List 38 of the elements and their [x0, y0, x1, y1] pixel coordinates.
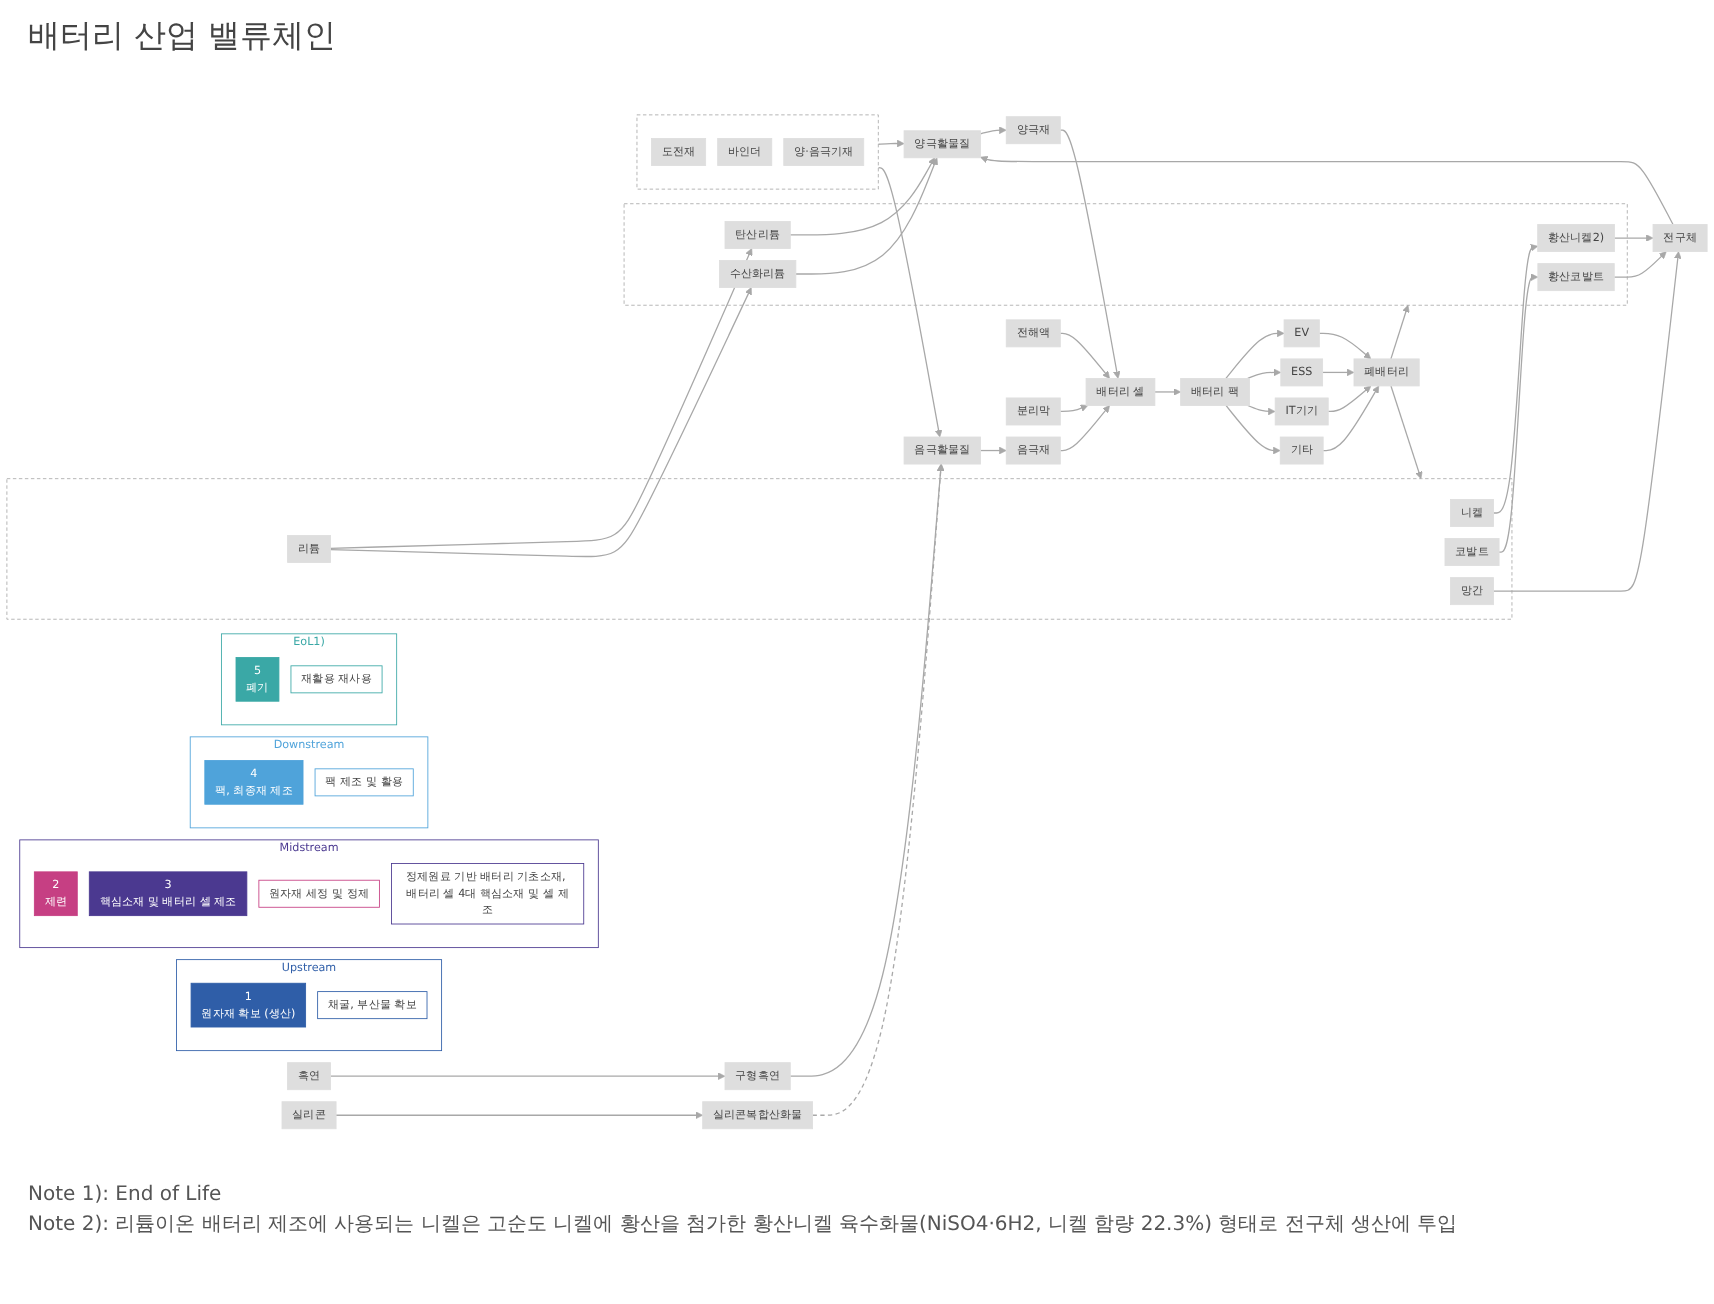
cluster: [6, 478, 1513, 620]
arrow: [1498, 273, 1539, 553]
arrow: [789, 157, 935, 236]
arrow: [877, 139, 905, 148]
arrow: [1321, 368, 1355, 377]
arrow: [1059, 405, 1110, 452]
arrow: [329, 248, 753, 550]
arrow: [1154, 388, 1181, 396]
arrow: [335, 1111, 704, 1120]
footnote: Note 2): 리튬이온 배터리 제조에 사용되는 니켈은 고순도 니켈에 황산을 첨가한 황산니켈 육수화물(NiSO4·6H2, 니켈 함량 22.3%) 형태로 전구체 생산에 투입: [26, 1212, 1460, 1240]
arrow: [811, 463, 945, 1117]
arrow: [1613, 234, 1654, 243]
arrow: [979, 446, 1007, 455]
arrow: [1059, 404, 1089, 413]
arrow: [329, 1072, 726, 1081]
arrow: [329, 287, 752, 558]
arrow: [1225, 405, 1281, 455]
arrow: [795, 157, 938, 275]
arrow: [979, 126, 1007, 135]
arrow: [980, 156, 1674, 226]
arrow: [1322, 385, 1380, 452]
arrow: [1327, 385, 1372, 413]
arrow: [1613, 251, 1667, 278]
cluster: [636, 114, 879, 190]
cluster: [623, 203, 1628, 306]
arrow: [1247, 405, 1276, 416]
arrow: [1492, 244, 1539, 514]
arrow: [1059, 332, 1110, 379]
arrow: [1059, 129, 1121, 379]
arrow: [1225, 329, 1285, 380]
footnote: Note 1): End of Life: [26, 1182, 224, 1208]
diagram-title: 배터리 산업 밸류체인: [26, 14, 339, 58]
arrow: [1390, 305, 1410, 360]
arrow: [877, 167, 943, 438]
arrow: [1318, 332, 1372, 360]
arrow: [1492, 251, 1682, 592]
arrow: [1247, 368, 1282, 380]
arrow: [1390, 385, 1423, 480]
